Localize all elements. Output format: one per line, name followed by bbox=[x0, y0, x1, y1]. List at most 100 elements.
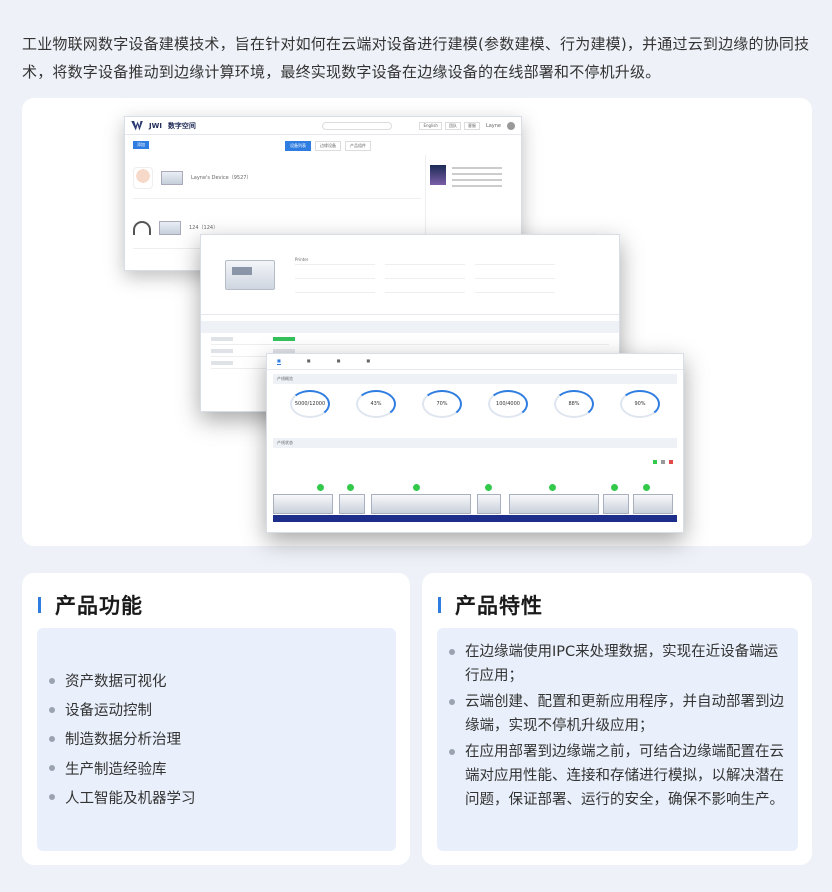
user-name: Layne bbox=[485, 122, 501, 129]
status-lamp bbox=[347, 484, 354, 491]
machine-thumbnail bbox=[161, 170, 183, 185]
list-item: 制造数据分析治理 bbox=[49, 724, 196, 753]
list-item: 设备运动控制 bbox=[49, 695, 196, 724]
list-item-text: 在应用部署到边缘端之前，可结合边缘端配置在云端对应用性能、连接和存储进行模拟，以… bbox=[465, 744, 784, 808]
features-list: 在边缘端使用IPC来处理数据，实现在近设备端运行应用； 云端创建、配置和更新应用… bbox=[449, 640, 788, 814]
product-features-card: 产品特性 在边缘端使用IPC来处理数据，实现在近设备端运行应用； 云端创建、配置… bbox=[422, 573, 812, 865]
kpi-ring: 70% bbox=[422, 390, 462, 418]
status-lamp bbox=[643, 484, 650, 491]
status-legend bbox=[653, 460, 673, 464]
tab-overview: ■ bbox=[277, 358, 281, 365]
list-item: 云端创建、配置和更新应用程序，并自动部署到边缘端，实现不停机升级应用； bbox=[449, 690, 788, 738]
device-photo bbox=[133, 166, 153, 189]
list-item-text: 在边缘端使用IPC来处理数据，实现在近设备端运行应用； bbox=[465, 644, 779, 684]
product-functions-card: 产品功能 资产数据可视化 设备运动控制 制造数据分析治理 生产制造经验库 人工智… bbox=[22, 573, 410, 865]
tab: ■ bbox=[336, 358, 341, 363]
list-item: 资产数据可视化 bbox=[49, 666, 196, 695]
bullet-icon bbox=[49, 677, 55, 684]
product-screenshot-card: JWI 数字空间 English 团队 客服 Layne 设备列表 边缘设备 产… bbox=[22, 98, 812, 546]
bullet-icon bbox=[49, 794, 55, 801]
app-logo-text: JWI bbox=[149, 121, 162, 130]
bullet-icon bbox=[49, 706, 55, 713]
section-header: 产线概览 bbox=[273, 374, 677, 384]
tab-product-components: 产品组件 bbox=[345, 141, 371, 151]
list-item-text: 设备运动控制 bbox=[65, 703, 152, 720]
device-row: Layne's Device（9527） bbox=[133, 157, 421, 199]
tab: ■ bbox=[366, 358, 371, 363]
machine-end bbox=[633, 494, 673, 514]
machine-pp bbox=[371, 494, 471, 514]
status-bar-bg bbox=[211, 348, 233, 353]
features-panel: 在边缘端使用IPC来处理数据，实现在近设备端运行应用； 云端创建、配置和更新应用… bbox=[437, 628, 798, 851]
header-link: 客服 bbox=[463, 121, 480, 130]
title-accent-bar bbox=[438, 597, 441, 613]
device-summary: Printer bbox=[201, 235, 619, 315]
list-item-text: 云端创建、配置和更新应用程序，并自动部署到边缘端，实现不停机升级应用； bbox=[465, 694, 784, 734]
line-info-row bbox=[267, 418, 683, 424]
add-button: 添加 bbox=[133, 141, 149, 149]
kpi-rings: 5000/12000 43% 70% 100/4000 88% 90% bbox=[267, 384, 683, 418]
kpi-ring: 90% bbox=[620, 390, 660, 418]
tab: ■ bbox=[306, 358, 311, 363]
bullet-icon bbox=[49, 735, 55, 742]
list-item: 生产制造经验库 bbox=[49, 754, 196, 783]
detail-lines bbox=[452, 167, 502, 187]
parameter-field bbox=[475, 285, 555, 293]
functions-list: 资产数据可视化 设备运动控制 制造数据分析治理 生产制造经验库 人工智能及机器学… bbox=[49, 666, 196, 812]
parameter-field bbox=[385, 257, 465, 265]
parameter-field bbox=[295, 285, 375, 293]
status-bar-fill bbox=[273, 336, 295, 341]
parameter-field bbox=[295, 271, 375, 279]
features-title-text: 产品特性 bbox=[455, 594, 543, 618]
kpi-ring: 5000/12000 bbox=[290, 390, 330, 418]
tab-device-list: 设备列表 bbox=[285, 141, 311, 151]
header-link: English bbox=[419, 121, 442, 130]
tab-edge-devices: 边缘设备 bbox=[315, 141, 341, 151]
station-label-strip bbox=[273, 515, 677, 522]
list-item-text: 资产数据可视化 bbox=[65, 674, 167, 691]
intro-paragraph: 工业物联网数字设备建模技术，旨在针对如何在云端对设备进行建模(参数建模、行为建模… bbox=[22, 35, 810, 81]
legend-swatch-grey bbox=[661, 460, 665, 464]
kpi-ring: 100/4000 bbox=[488, 390, 528, 418]
legend-swatch-red bbox=[669, 460, 673, 464]
parameter-field bbox=[385, 271, 465, 279]
status-lamp bbox=[611, 484, 618, 491]
header-link: 团队 bbox=[444, 121, 461, 130]
list-item-text: 人工智能及机器学习 bbox=[65, 790, 196, 807]
avatar bbox=[507, 121, 515, 130]
status-bar-bg bbox=[211, 336, 233, 341]
functions-title: 产品功能 bbox=[38, 590, 143, 620]
status-lamp bbox=[549, 484, 556, 491]
search-box bbox=[321, 121, 392, 130]
device-title: Layne's Device（9527） bbox=[191, 175, 252, 181]
parameter-field: Printer bbox=[295, 257, 375, 265]
status-bar-bg bbox=[211, 360, 233, 365]
bullet-icon bbox=[449, 699, 455, 705]
parameter-field bbox=[385, 285, 465, 293]
status-lamp bbox=[317, 484, 324, 491]
bullet-icon bbox=[449, 749, 455, 755]
list-item: 在边缘端使用IPC来处理数据，实现在近设备端运行应用； bbox=[449, 640, 788, 688]
wifi-icon bbox=[133, 220, 151, 235]
device-title: 124（124） bbox=[189, 225, 219, 231]
functions-title-text: 产品功能 bbox=[55, 594, 143, 618]
list-item-text: 制造数据分析治理 bbox=[65, 732, 181, 749]
production-line-diagram bbox=[273, 484, 677, 522]
printer-machine-image bbox=[225, 259, 275, 290]
bullet-icon bbox=[449, 649, 455, 655]
parameter-field bbox=[475, 257, 555, 265]
status-row bbox=[211, 333, 609, 345]
kpi-ring: 43% bbox=[356, 390, 396, 418]
line-tabs: ■ ■ ■ ■ bbox=[267, 354, 683, 370]
bullet-icon bbox=[49, 765, 55, 772]
device-image bbox=[430, 165, 446, 185]
machine-reflow bbox=[509, 494, 599, 514]
functions-panel: 资产数据可视化 设备运动控制 制造数据分析治理 生产制造经验库 人工智能及机器学… bbox=[37, 628, 396, 851]
time-filter-bar bbox=[201, 321, 619, 333]
status-bar-fill bbox=[273, 348, 295, 353]
title-accent-bar bbox=[38, 597, 41, 613]
parameter-field bbox=[475, 271, 555, 279]
machine-thumbnail bbox=[159, 220, 181, 235]
status-lamp bbox=[485, 484, 492, 491]
device-parameters: Printer bbox=[295, 257, 555, 293]
